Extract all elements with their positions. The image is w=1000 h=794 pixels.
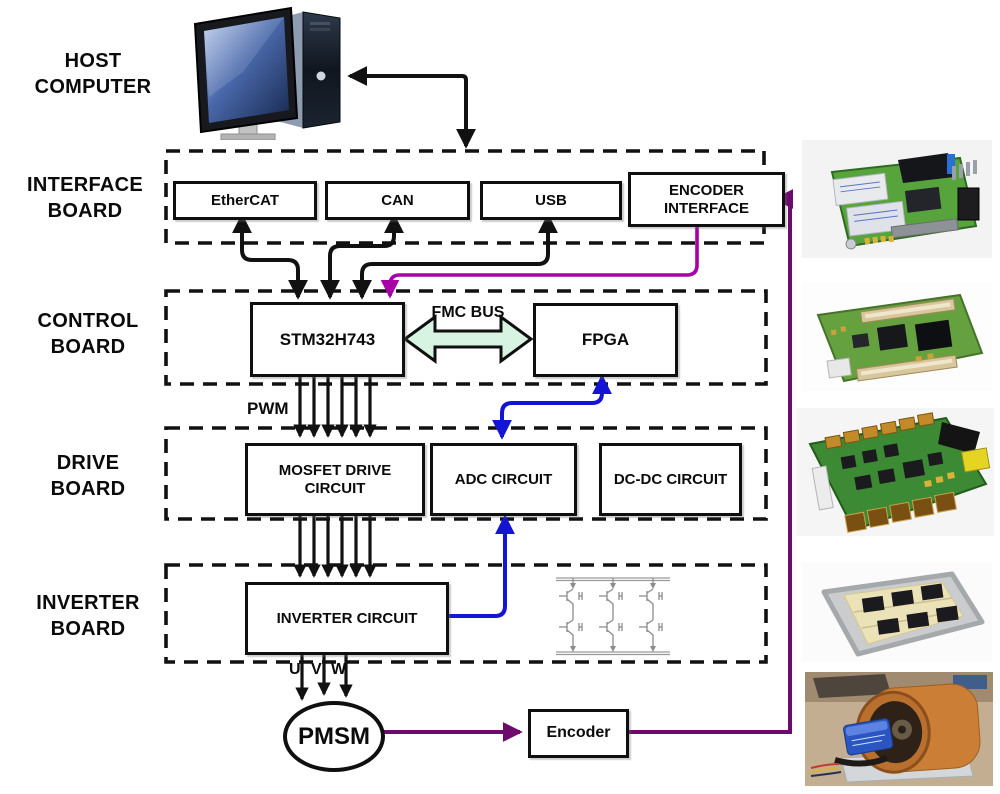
inverter-circuit-block: INVERTER CIRCUIT — [245, 582, 449, 655]
dcdc-circuit-block: DC-DC CIRCUIT — [599, 443, 742, 516]
pmsm-motor-encoder-photo — [805, 672, 993, 786]
encoder-block: Encoder — [528, 709, 629, 758]
pmsm-block: PMSM — [283, 701, 385, 772]
usb-block: USB — [480, 181, 622, 220]
fmc-bus-arrow — [402, 314, 534, 364]
interface-board-pcb-photo — [802, 140, 992, 258]
fpga-block: FPGA — [533, 303, 678, 377]
pwm-lines-mcu-mosfet — [293, 374, 377, 438]
encoder-interface-mcu-arrow — [380, 224, 699, 299]
host-interface-arrow — [347, 66, 476, 149]
control-board-label: CONTROL BOARD — [37, 310, 139, 358]
ethercat-mcu-arrow — [232, 213, 308, 300]
inverter-bridge-schematic — [556, 577, 670, 656]
fmc-bus-label: FMC BUS — [431, 304, 505, 321]
interface-board-label: INTERFACE BOARD — [26, 174, 144, 222]
drive-lines-mosfet-inverter — [293, 512, 377, 578]
usb-mcu-arrow — [352, 213, 558, 300]
inverter-board-label: INVERTER BOARD — [36, 592, 140, 640]
fpga-adc-arrow — [492, 374, 612, 440]
phase-v-label: V — [311, 661, 322, 678]
host-computer-icon — [183, 2, 358, 145]
inverter-board-substrate-photo — [802, 562, 992, 662]
ethercat-block: EtherCAT — [173, 181, 317, 220]
can-mcu-arrow — [320, 213, 404, 300]
encoder-interface-block: ENCODER INTERFACE — [628, 172, 785, 227]
drive-board-pcb-photo — [796, 408, 994, 536]
phase-w-label: W — [331, 661, 347, 678]
drive-board-label: DRIVE BOARD — [50, 452, 126, 500]
pwm-label: PWM — [247, 399, 289, 418]
phase-u-label: U — [289, 661, 301, 678]
stm32h743-block: STM32H743 — [250, 302, 405, 377]
adc-circuit-block: ADC CIRCUIT — [430, 443, 577, 516]
can-block: CAN — [325, 181, 470, 220]
host-computer-label: HOST COMPUTER — [34, 50, 152, 98]
control-board-pcb-photo — [802, 283, 992, 391]
mosfet-drive-circuit-block: MOSFET DRIVE CIRCUIT — [245, 443, 425, 516]
